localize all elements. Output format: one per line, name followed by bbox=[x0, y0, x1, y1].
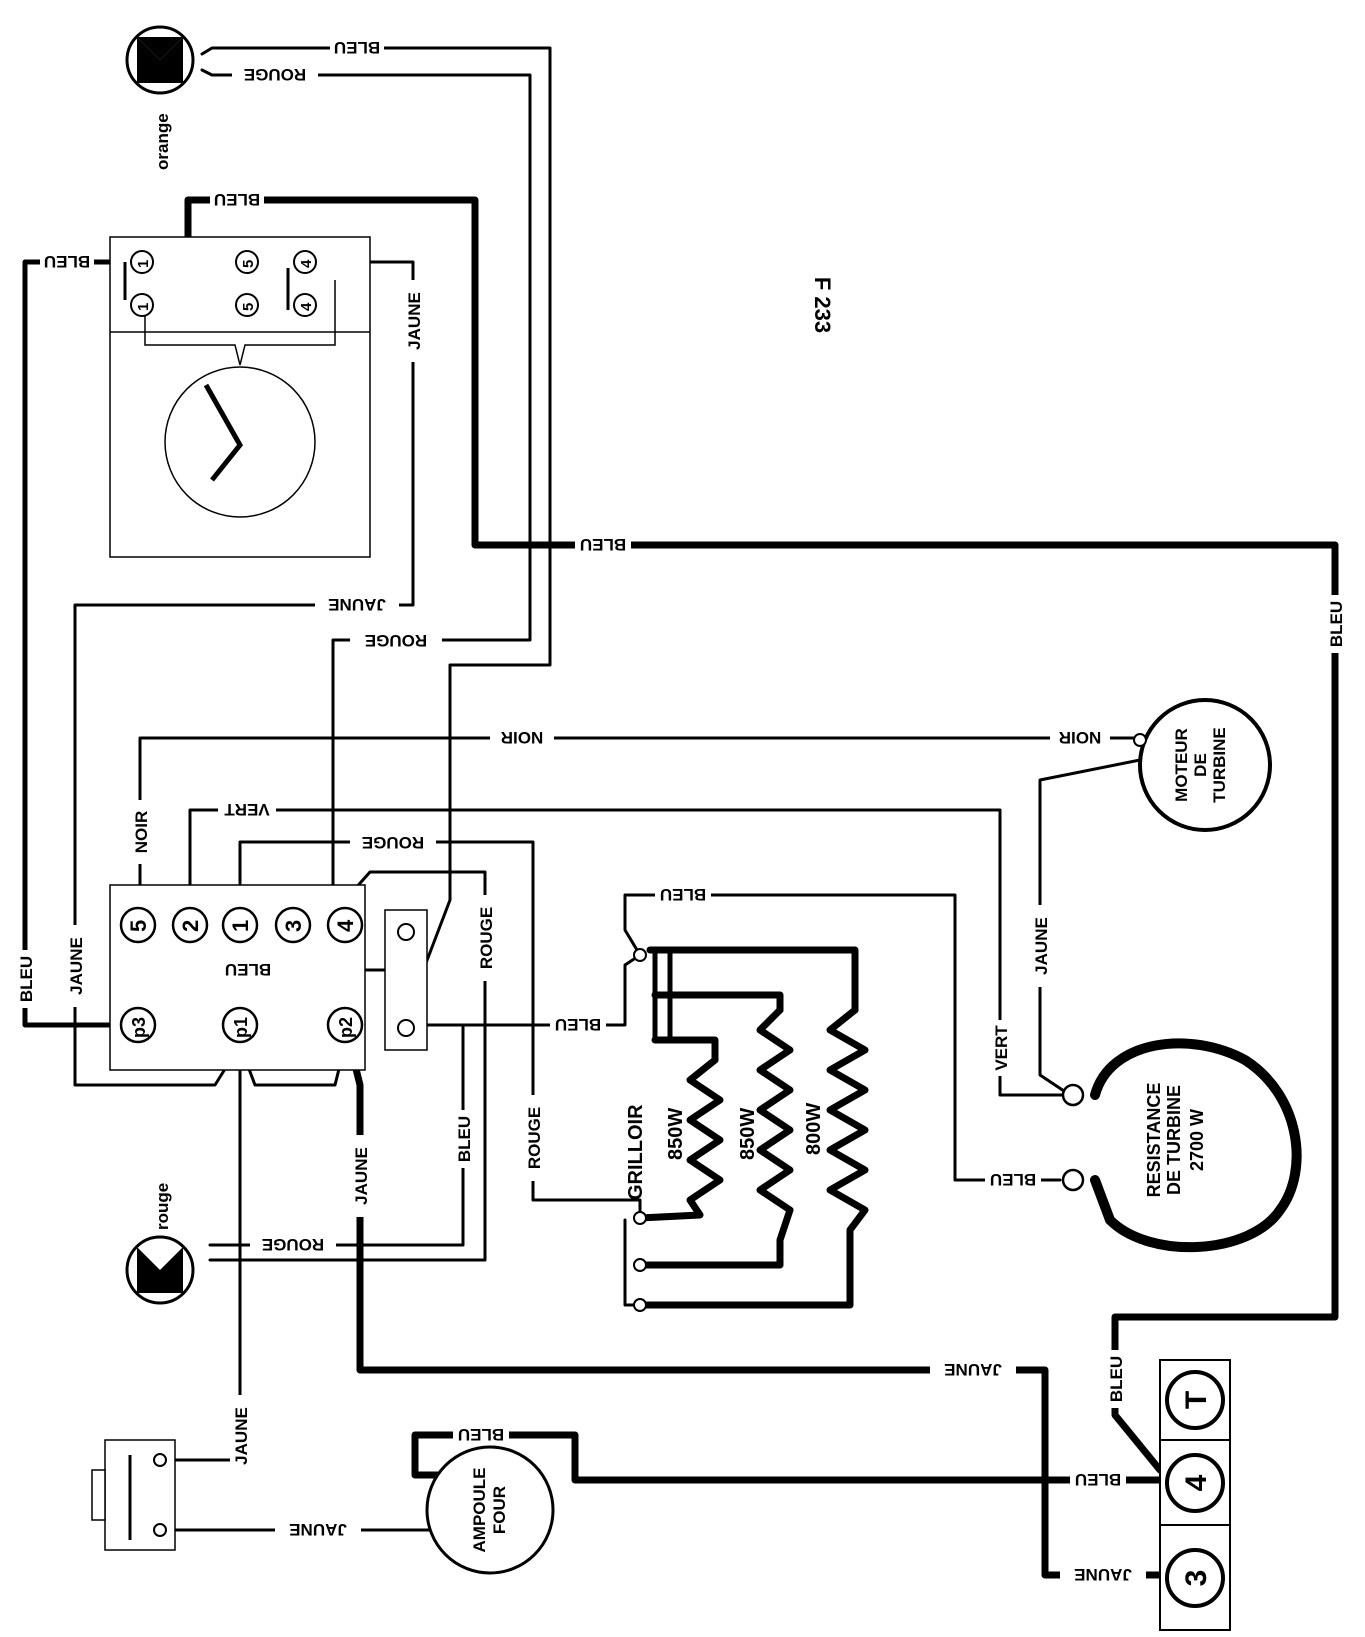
wlabel-bleu-6: BLEU bbox=[225, 960, 271, 979]
wlabel-bleu-1: BLEU bbox=[334, 38, 380, 57]
wire-rouge-1 bbox=[238, 840, 642, 1222]
grill-bus-2 bbox=[651, 991, 784, 1014]
wlabel-jaune-8: JAUNE bbox=[352, 1147, 371, 1205]
timer-pin-4b: 4 bbox=[298, 302, 315, 311]
timer-pin-5b: 5 bbox=[240, 303, 257, 311]
wlabel-noir-1: NOIR bbox=[501, 728, 544, 747]
wlabel-jaune-9: JAUNE bbox=[232, 1407, 251, 1465]
label-ampoule-2: FOUR bbox=[490, 1486, 509, 1534]
main-pin-2: 2 bbox=[178, 920, 203, 932]
timer-pin-1a: 1 bbox=[135, 260, 152, 268]
wire-4-switch bbox=[208, 870, 487, 1262]
label-lamp-orange: orange bbox=[153, 113, 172, 170]
block-terminal-3: 3 bbox=[1180, 1570, 1213, 1587]
wlabel-bleu-5: BLEU bbox=[660, 885, 706, 904]
wlabel-vert-2: VERT bbox=[992, 1025, 1011, 1071]
wlabel-rouge-5: ROUGE bbox=[477, 907, 496, 969]
wlabel-jaune-2: JAUNE bbox=[944, 1360, 1002, 1379]
label-moteur-3: TURBINE bbox=[1210, 727, 1229, 803]
door-switch bbox=[91, 1439, 176, 1551]
grill-bus-1 bbox=[646, 946, 859, 1014]
wlabel-bleu-8: BLEU bbox=[990, 1170, 1036, 1189]
label-resistance-1: RESISTANCE bbox=[1144, 1083, 1164, 1198]
wlabel-jaune-4: JAUNE bbox=[1074, 1565, 1132, 1584]
wire-noir bbox=[138, 736, 1142, 902]
label-resistance-2: DE TURBINE bbox=[1164, 1085, 1184, 1195]
main-pin-p2: p2 bbox=[336, 1017, 356, 1038]
wlabel-rouge-3: ROUGE bbox=[362, 833, 424, 852]
main-pin-p3: p3 bbox=[129, 1017, 149, 1038]
wlabel-bleu-9: BLEU bbox=[458, 1425, 504, 1444]
wlabel-bleu-11: BLEU bbox=[1327, 601, 1346, 647]
label-moteur-2: DE bbox=[1191, 753, 1210, 777]
wlabel-bleu-7: BLEU bbox=[555, 1015, 601, 1034]
lamp-orange bbox=[125, 25, 195, 95]
timer-pin-5a: 5 bbox=[240, 260, 257, 268]
wlabel-noir-2: NOIR bbox=[1059, 728, 1102, 747]
wlabel-jaune-1: JAUNE bbox=[328, 595, 386, 614]
main-pin-4: 4 bbox=[333, 919, 358, 932]
main-pin-p1: p1 bbox=[231, 1017, 251, 1038]
resistance-terminal-1 bbox=[1061, 1083, 1085, 1107]
wlabel-jaune-5: JAUNE bbox=[405, 292, 424, 350]
label-grill-850-2: 850W bbox=[737, 1108, 759, 1160]
wlabel-rouge-2: ROUGE bbox=[365, 631, 427, 650]
wlabel-bleu-10: BLEU bbox=[1075, 1470, 1121, 1489]
grill-res-850-2 bbox=[636, 1006, 794, 1269]
wire-labels: BLEU ROUGE BLEU BLEU BLEU JAUNE ROUGE NO… bbox=[15, 38, 1347, 1586]
wlabel-bleu-2: BLEU bbox=[214, 190, 260, 209]
block-terminal-T: T bbox=[1180, 1391, 1213, 1409]
label-resistance-3: 2700 W bbox=[1187, 1109, 1207, 1171]
grill-res-850-1 bbox=[636, 1056, 724, 1222]
block-terminal-4: 4 bbox=[1180, 1474, 1213, 1491]
wlabel-bleu-3: BLEU bbox=[44, 252, 90, 271]
wlabel-jaune-3: JAUNE bbox=[289, 1520, 347, 1539]
moteur-turbine bbox=[1133, 698, 1272, 832]
label-moteur-1: MOTEUR bbox=[1172, 728, 1191, 802]
main-pin-5: 5 bbox=[126, 920, 151, 932]
wire-rouge-orange bbox=[200, 68, 532, 887]
label-grilloir: GRILLOIR bbox=[625, 1104, 647, 1200]
label-grill-850-1: 850W bbox=[665, 1108, 687, 1160]
label-ampoule-1: AMPOULE bbox=[470, 1468, 489, 1553]
lamp-rouge bbox=[125, 1235, 195, 1305]
ampoule-four bbox=[425, 1445, 555, 1575]
main-pin-3: 3 bbox=[281, 920, 306, 932]
figure-reference: F 233 bbox=[810, 277, 835, 333]
wire-jaune-moteur bbox=[1038, 758, 1142, 1097]
resistance-coil bbox=[1090, 1038, 1302, 1253]
label-lamp-rouge: rouge bbox=[153, 1183, 172, 1230]
timer-pin-1b: 1 bbox=[135, 303, 152, 311]
main-pin-1: 1 bbox=[228, 920, 253, 932]
wlabel-rouge-1: ROUGE bbox=[244, 65, 306, 84]
wlabel-bleu-13: BLEU bbox=[455, 1116, 474, 1162]
wlabel-noir-3: NOIR bbox=[132, 811, 151, 854]
resistance-terminal-2 bbox=[1061, 1168, 1085, 1192]
grill-res-800 bbox=[636, 1006, 869, 1309]
label-grill-800: 800W bbox=[803, 1103, 825, 1155]
wlabel-bleu-4: BLEU bbox=[580, 535, 626, 554]
wlabel-bleu-14: BLEU bbox=[1107, 1356, 1126, 1402]
timer-pin-4a: 4 bbox=[298, 259, 315, 268]
wire-jaune-timer bbox=[73, 260, 415, 1087]
wlabel-rouge-6: ROUGE bbox=[525, 1107, 544, 1169]
terminal-block bbox=[1159, 1359, 1231, 1631]
wlabel-jaune-6: JAUNE bbox=[1032, 917, 1051, 975]
wlabel-rouge-4: ROUGE bbox=[262, 1235, 324, 1254]
wire-vert bbox=[188, 808, 1072, 1097]
wire-bleu-orange bbox=[200, 46, 552, 1007]
wire-bleu-ampoule bbox=[411, 1431, 1164, 1484]
wlabel-vert-1: VERT bbox=[224, 800, 270, 819]
grill-bus-3 bbox=[651, 1036, 719, 1064]
wlabel-bleu-12: BLEU bbox=[17, 956, 36, 1002]
timer bbox=[109, 236, 371, 558]
wlabel-jaune-7: JAUNE bbox=[67, 937, 86, 995]
grilloir-terminals bbox=[633, 948, 647, 1312]
wire-bleu-switch-grill bbox=[411, 893, 1062, 1182]
